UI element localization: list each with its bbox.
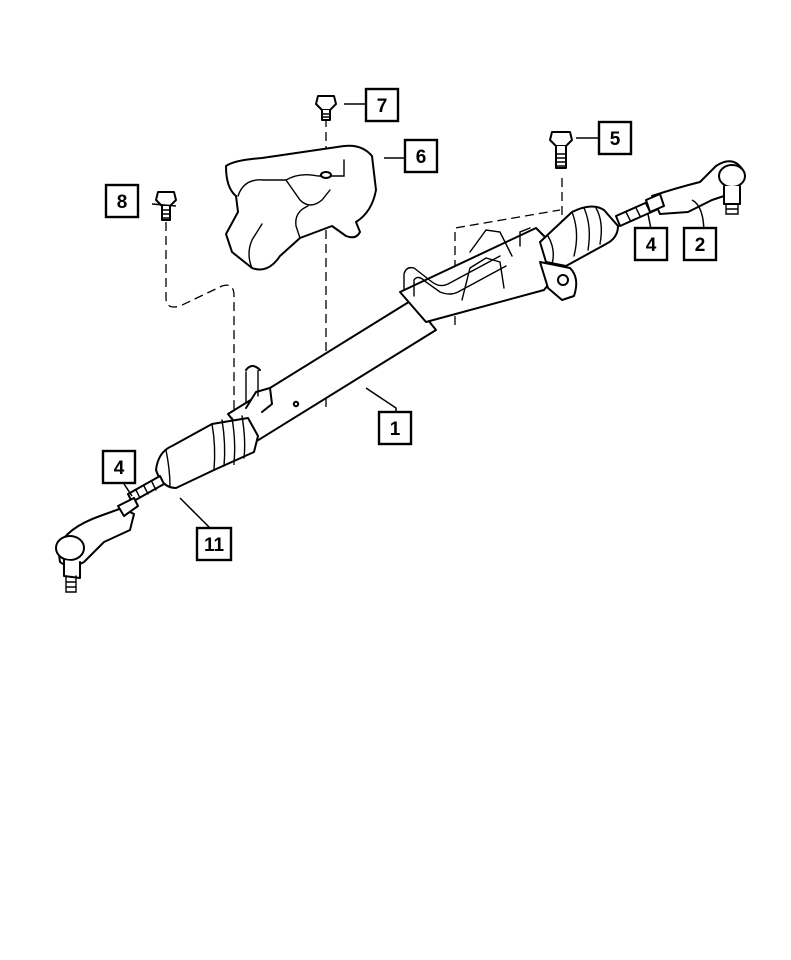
callout-11: 11 [195,526,233,562]
left-bellows-boot [155,415,259,489]
callout-5: 5 [597,120,633,156]
inner-tie-rods [127,199,657,503]
svg-text:2: 2 [695,235,706,256]
callout-1: 1 [377,410,413,446]
right-outer-tie-rod-end [645,160,746,215]
svg-text:6: 6 [416,147,427,168]
callout-7: 7 [364,87,400,123]
right-bellows-boot [539,205,619,267]
bolt-7 [315,95,337,121]
left-outer-tie-rod-end [55,497,139,593]
svg-text:8: 8 [117,192,128,213]
callout-4-right: 4 [633,226,669,262]
svg-text:4: 4 [646,235,657,256]
callout-6: 6 [403,138,439,174]
heat-shield [225,144,377,271]
svg-text:11: 11 [204,535,225,556]
leader-lines [123,103,705,529]
svg-text:5: 5 [610,129,621,150]
svg-text:4: 4 [114,458,125,479]
svg-text:7: 7 [377,96,388,117]
callout-4-left: 4 [101,449,137,485]
callout-8: 8 [104,183,140,219]
callout-2: 2 [682,226,718,262]
svg-text:1: 1 [390,419,401,440]
bolt-5 [549,131,573,169]
